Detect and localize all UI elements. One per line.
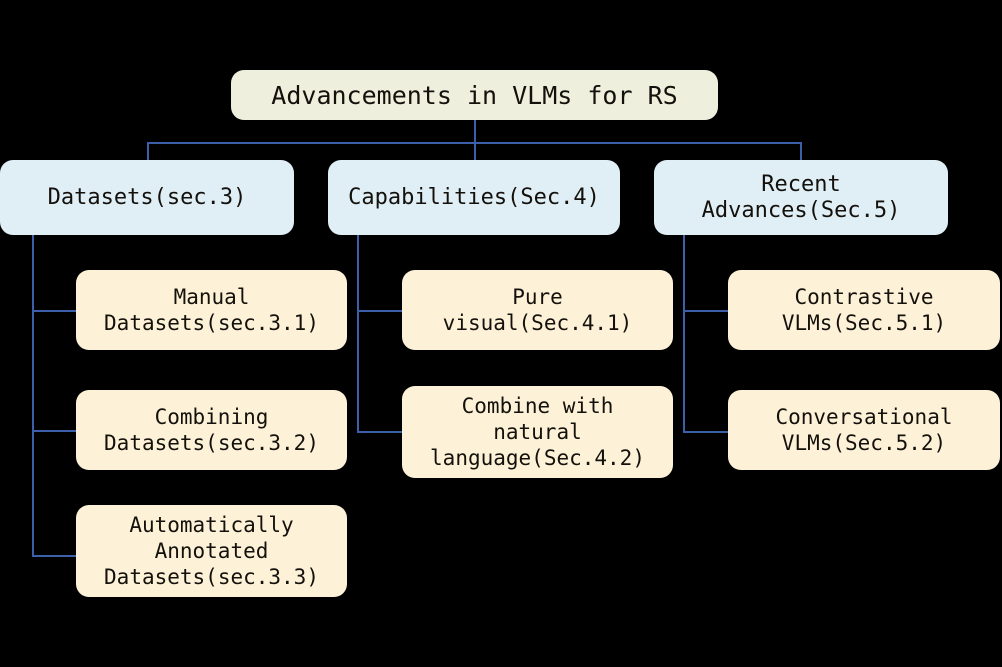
edge-bus-to-capabilities (474, 142, 476, 160)
node-contrastive-vlms[interactable]: Contrastive VLMs(Sec.5.1) (728, 270, 1000, 350)
edge-bus-to-datasets (147, 142, 149, 160)
edge-capabilities-to-pure-visual (357, 310, 403, 312)
edge-datasets-to-automatic (32, 555, 78, 557)
node-manual-datasets[interactable]: Manual Datasets(sec.3.1) (76, 270, 347, 350)
node-capabilities[interactable]: Capabilities(Sec.4) (328, 160, 620, 235)
edge-datasets-to-manual (32, 310, 78, 312)
edge-recent-advances-to-conversational (683, 431, 729, 433)
node-datasets[interactable]: Datasets(sec.3) (0, 160, 294, 235)
node-recent-advances[interactable]: Recent Advances(Sec.5) (654, 160, 948, 235)
node-pure-visual[interactable]: Pure visual(Sec.4.1) (402, 270, 673, 350)
node-combining-datasets[interactable]: Combining Datasets(sec.3.2) (76, 390, 347, 470)
edge-datasets-trunk (32, 235, 34, 557)
edge-capabilities-trunk (357, 235, 359, 433)
edge-recent-advances-to-contrastive (683, 310, 729, 312)
edge-capabilities-to-combine-natural (357, 431, 403, 433)
edge-recent-advances-trunk (683, 235, 685, 433)
node-combine-with-natural-language[interactable]: Combine with natural language(Sec.4.2) (402, 386, 673, 478)
node-root[interactable]: Advancements in VLMs for RS (231, 70, 718, 120)
edge-root-stem (474, 120, 476, 144)
edge-datasets-to-combining (32, 430, 78, 432)
edge-bus-to-recent-advances (800, 142, 802, 160)
node-automatically-annotated-datasets[interactable]: Automatically Annotated Datasets(sec.3.3… (76, 505, 347, 597)
node-conversational-vlms[interactable]: Conversational VLMs(Sec.5.2) (728, 390, 1000, 470)
